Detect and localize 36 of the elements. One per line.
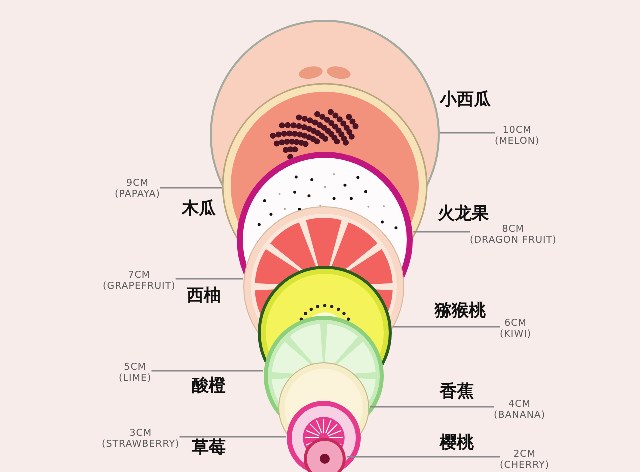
leader-line bbox=[370, 406, 494, 408]
fruit-name-label: (GRAPEFRUIT) bbox=[103, 281, 176, 292]
leader-line bbox=[392, 326, 500, 328]
leader-line bbox=[180, 436, 286, 438]
chinese-name-label: 香蕉 bbox=[440, 382, 474, 402]
fruit-name-label: (DRAGON FRUIT) bbox=[470, 235, 557, 246]
size-label: 8CM bbox=[501, 224, 526, 235]
fruit-name-label: (BANANA) bbox=[494, 410, 546, 421]
chinese-name-label: 樱桃 bbox=[440, 433, 474, 453]
size-label: 9CM bbox=[126, 178, 150, 189]
fruit-name-label: (LIME) bbox=[119, 373, 152, 384]
fruit-name-label: (STRAWBERRY) bbox=[102, 439, 180, 450]
fruit-name-label: (KIWI) bbox=[500, 329, 532, 340]
size-label: 7CM bbox=[127, 270, 152, 281]
size-label: 6CM bbox=[504, 318, 528, 329]
fruit-name-label: (MELON) bbox=[495, 136, 540, 147]
size-label: 10CM bbox=[502, 125, 533, 136]
chinese-name-label: 酸橙 bbox=[192, 376, 226, 396]
leader-line bbox=[176, 278, 244, 280]
chinese-name-label: 猕猴桃 bbox=[435, 301, 486, 321]
fruit-name-label: (PAPAYA) bbox=[115, 189, 160, 200]
chinese-name-label: 木瓜 bbox=[182, 199, 216, 219]
chinese-name-label: 草莓 bbox=[192, 438, 226, 458]
size-label: 5CM bbox=[123, 362, 148, 373]
chinese-name-label: 小西瓜 bbox=[440, 90, 491, 110]
leader-line bbox=[346, 456, 500, 458]
chinese-name-label: 西柚 bbox=[187, 286, 221, 306]
fruit-name-label: (CHERRY) bbox=[500, 460, 550, 471]
size-label: 2CM bbox=[512, 449, 537, 460]
leader-line bbox=[414, 231, 470, 233]
leader-line bbox=[160, 187, 222, 189]
leader-line bbox=[152, 370, 264, 372]
chinese-name-label: 火龙果 bbox=[438, 204, 489, 224]
leader-line bbox=[440, 132, 495, 134]
size-label: 4CM bbox=[508, 399, 532, 410]
size-label: 3CM bbox=[128, 428, 154, 439]
